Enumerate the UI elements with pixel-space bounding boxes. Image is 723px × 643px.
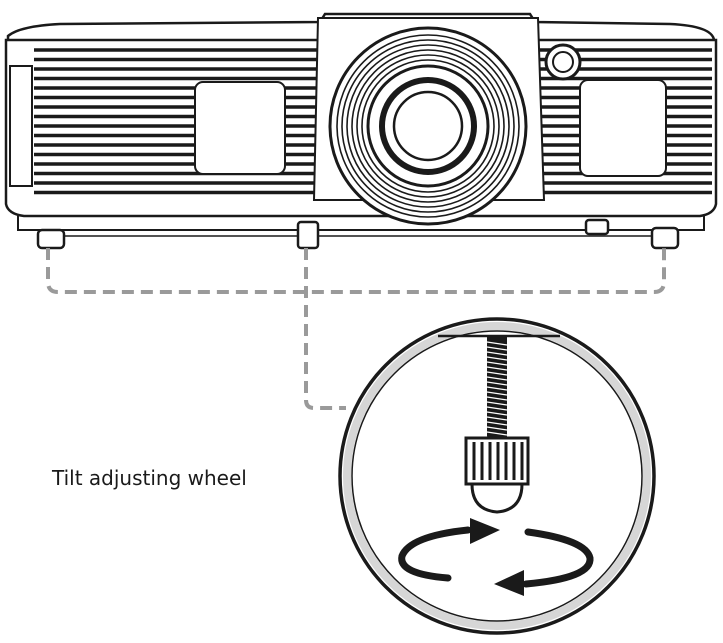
grille-slat	[486, 366, 508, 371]
lens-icon	[328, 26, 528, 226]
grille-slat	[486, 361, 508, 366]
grille-slat	[486, 406, 508, 411]
grille-slat	[486, 411, 508, 416]
adjustable-foot-icon	[36, 218, 680, 250]
lens-ring	[351, 49, 505, 203]
lens-ring	[336, 34, 520, 218]
dashed-connector	[46, 248, 666, 410]
grille-slat	[486, 421, 508, 426]
lens-ring	[346, 44, 510, 208]
grille-slat	[486, 376, 508, 381]
tilt-wheel-label: Tilt adjusting wheel	[52, 466, 247, 490]
grille-slat	[486, 356, 508, 361]
grille-slat	[486, 351, 508, 356]
grille-slat	[486, 381, 508, 386]
rotate-arrows-icon	[398, 518, 594, 596]
grille-slat	[486, 371, 508, 376]
lens-ring	[341, 39, 515, 213]
magnified-detail-circle	[338, 317, 656, 635]
grille-slat	[486, 386, 508, 391]
grille-slat	[486, 396, 508, 401]
grille-slat	[486, 416, 508, 421]
lens-ring	[356, 54, 500, 198]
grille-slat	[486, 401, 508, 406]
grille-slat	[486, 431, 508, 436]
power-button-icon	[544, 43, 582, 81]
grille-slat	[486, 391, 508, 396]
grille-slat	[486, 426, 508, 431]
lens-ring	[361, 59, 495, 193]
grille-slat	[486, 346, 508, 351]
grille-slat	[486, 341, 508, 346]
